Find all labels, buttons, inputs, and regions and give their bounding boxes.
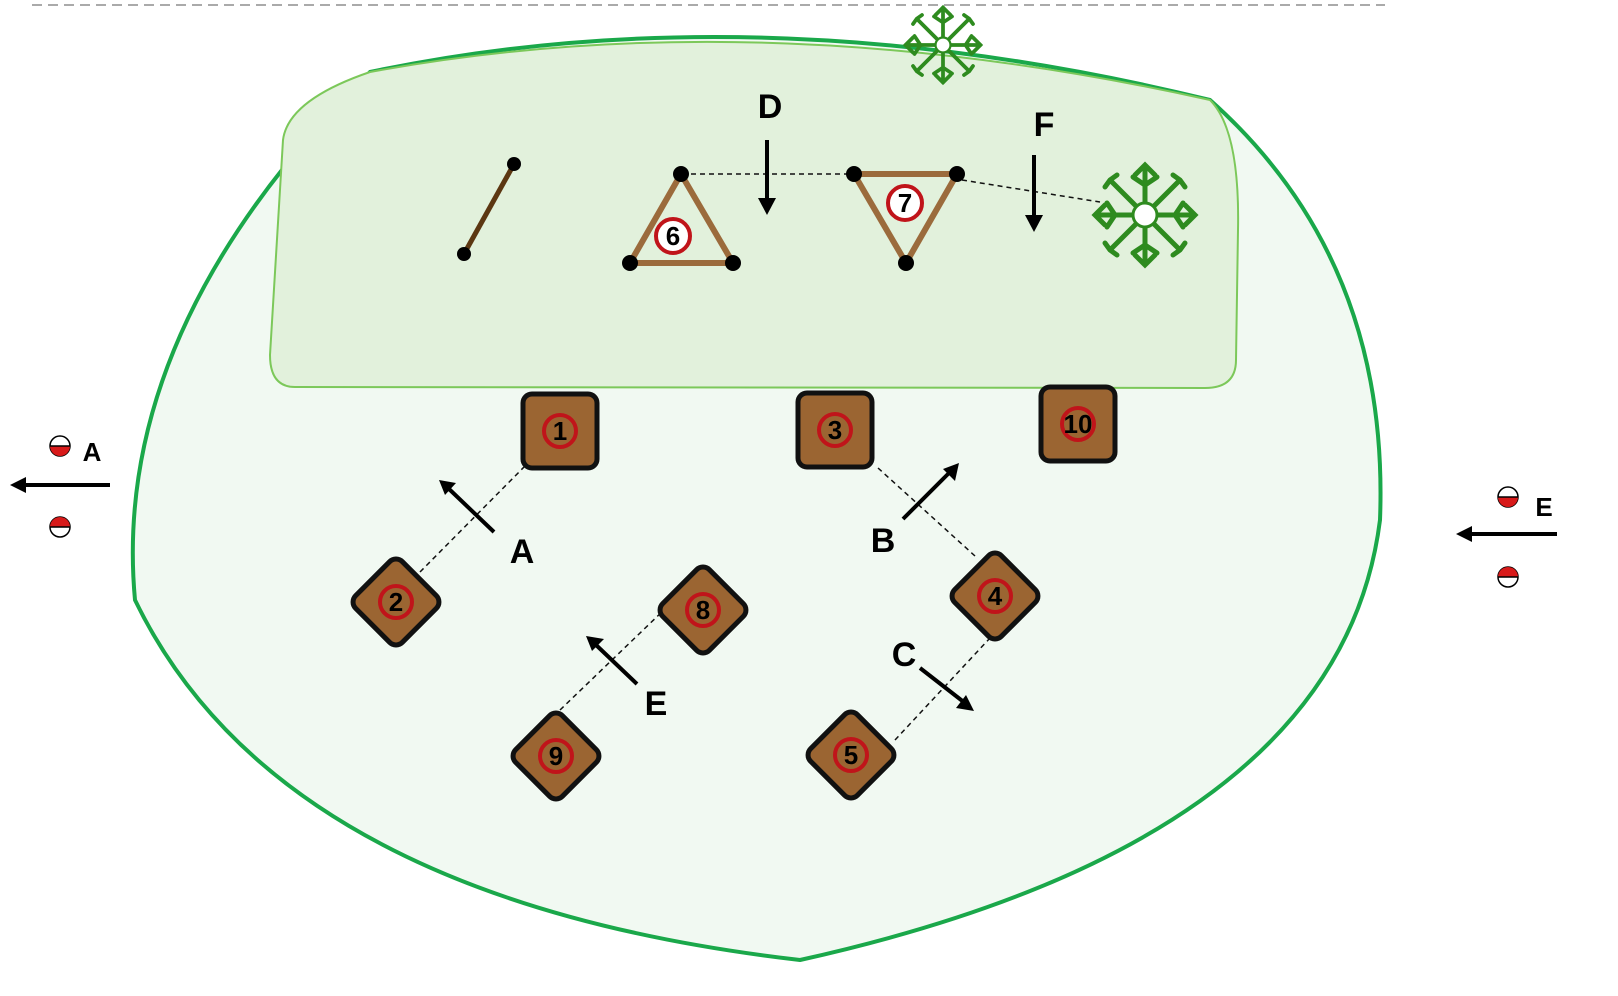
plant-icon bbox=[1091, 161, 1199, 269]
label-D: D bbox=[758, 88, 783, 126]
half-filled-circle-icon bbox=[49, 435, 71, 457]
protein-3-label: 3 bbox=[828, 415, 842, 445]
protein-9-label: 9 bbox=[549, 741, 563, 771]
arrow-E-inner bbox=[586, 636, 639, 686]
protein-2: 2 bbox=[350, 556, 442, 648]
arrow-A-inner bbox=[439, 480, 496, 534]
label-E: E bbox=[645, 685, 668, 723]
plant-icon bbox=[902, 4, 984, 86]
protein-1: 1 bbox=[520, 391, 600, 471]
triangle-6-label: 6 bbox=[666, 221, 680, 251]
protein-5-label: 5 bbox=[844, 740, 858, 770]
arrow-left-out bbox=[10, 477, 110, 493]
label-F: F bbox=[1034, 106, 1055, 144]
protein-8: 8 bbox=[657, 564, 749, 656]
arrow-right-in bbox=[1456, 526, 1557, 542]
label-C: C bbox=[892, 636, 917, 674]
protein-1-label: 1 bbox=[553, 416, 567, 446]
label-A: A bbox=[510, 533, 535, 571]
side-label-right: E bbox=[1535, 492, 1552, 522]
protein-9: 9 bbox=[510, 710, 602, 802]
half-filled-circle-icon bbox=[49, 516, 71, 538]
arrow-labels: D F A B C E A E bbox=[83, 88, 1553, 723]
triangle-7-label: 7 bbox=[898, 188, 912, 218]
rod-protein bbox=[457, 157, 521, 261]
protein-10-label: 10 bbox=[1064, 409, 1093, 439]
protein-4: 4 bbox=[949, 550, 1041, 642]
half-filled-circle-icons bbox=[49, 435, 1519, 588]
arrow-D bbox=[758, 140, 776, 215]
protein-5: 5 bbox=[805, 709, 897, 801]
half-filled-circle-icon bbox=[1497, 566, 1519, 588]
half-filled-circle-icon bbox=[1497, 486, 1519, 508]
protein-10: 10 bbox=[1038, 384, 1118, 464]
inner-compartment bbox=[268, 40, 1240, 390]
arrow-F bbox=[1025, 155, 1043, 232]
side-label-left: A bbox=[83, 437, 102, 467]
arrow-B bbox=[901, 463, 959, 521]
triangle-protein-7: 7 bbox=[846, 166, 965, 271]
triangle-protein-6: 6 bbox=[622, 166, 741, 271]
protein-3: 3 bbox=[795, 390, 875, 470]
protein-4-label: 4 bbox=[988, 581, 1003, 611]
protein-2-label: 2 bbox=[389, 587, 403, 617]
protein-8-label: 8 bbox=[696, 595, 710, 625]
arrow-C bbox=[918, 666, 974, 711]
label-B: B bbox=[871, 522, 896, 560]
arrows bbox=[10, 140, 1557, 711]
